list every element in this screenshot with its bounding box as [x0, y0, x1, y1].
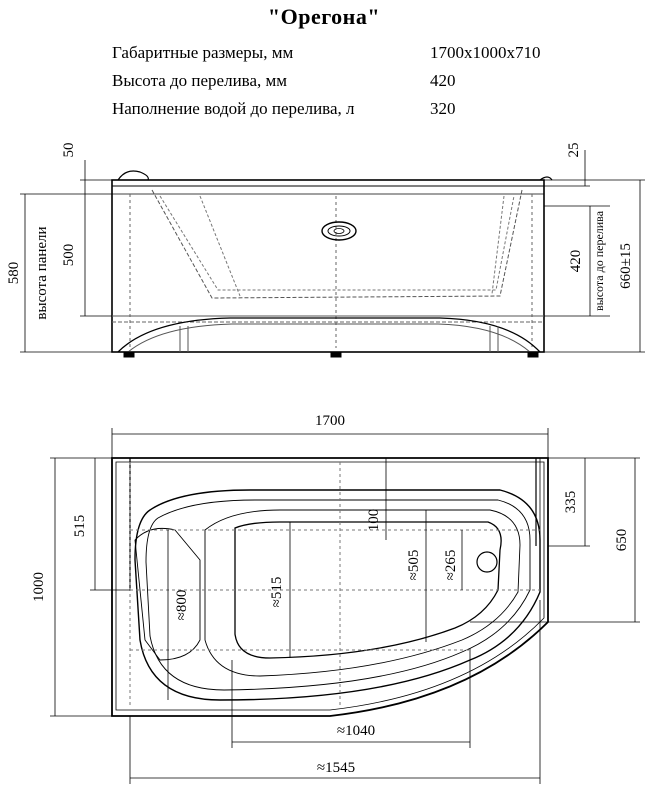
drain-circle — [476, 551, 498, 573]
bowl-outer-contour — [134, 489, 541, 701]
overflow-height-label: высота до перелива — [592, 210, 606, 311]
bowl-bottom-curve — [117, 317, 541, 353]
dim-650: 650 — [614, 529, 630, 552]
dim-100: 100 — [366, 509, 382, 532]
side-view-body-outline — [111, 179, 545, 353]
headrest-shape — [117, 170, 149, 181]
top-view-outline — [111, 457, 549, 717]
panel-height-label: высота панели — [34, 226, 50, 319]
spec-label: Наполнение водой до перелива, л — [112, 99, 355, 118]
dim-1040: ≈1040 — [337, 723, 375, 739]
dim-515-left: 515 — [72, 515, 88, 538]
dim-1545: ≈1545 — [317, 760, 355, 776]
spec-value: 320 — [430, 99, 456, 118]
dim-505: ≈505 — [406, 550, 422, 581]
bowl-bottom-contour — [234, 521, 502, 659]
foot-left — [123, 351, 135, 358]
dim-25: 25 — [566, 143, 582, 158]
dim-335: 335 — [563, 491, 579, 514]
dim-1000: 1000 — [31, 572, 47, 602]
dim-660: 660±15 — [618, 243, 634, 289]
spec-label: Высота до перелива, мм — [112, 71, 288, 90]
spec-label: Габаритные размеры, мм — [112, 43, 294, 62]
spec-value: 420 — [430, 71, 456, 90]
overflow-drain — [321, 221, 357, 241]
headrest-outline — [134, 527, 201, 661]
dim-1700: 1700 — [315, 413, 345, 429]
dim-800: ≈800 — [174, 590, 190, 621]
dim-515-inner: ≈515 — [269, 577, 285, 608]
spec-value: 1700х1000х710 — [430, 43, 541, 62]
dim-420: 420 — [568, 250, 584, 273]
dim-50: 50 — [61, 143, 77, 158]
drawing-title: "Орегона" — [267, 4, 381, 29]
dim-265: ≈265 — [443, 550, 459, 581]
dim-580: 580 — [6, 262, 22, 285]
dim-500: 500 — [61, 244, 77, 267]
foot-right — [527, 351, 539, 358]
foot-middle — [330, 351, 342, 358]
